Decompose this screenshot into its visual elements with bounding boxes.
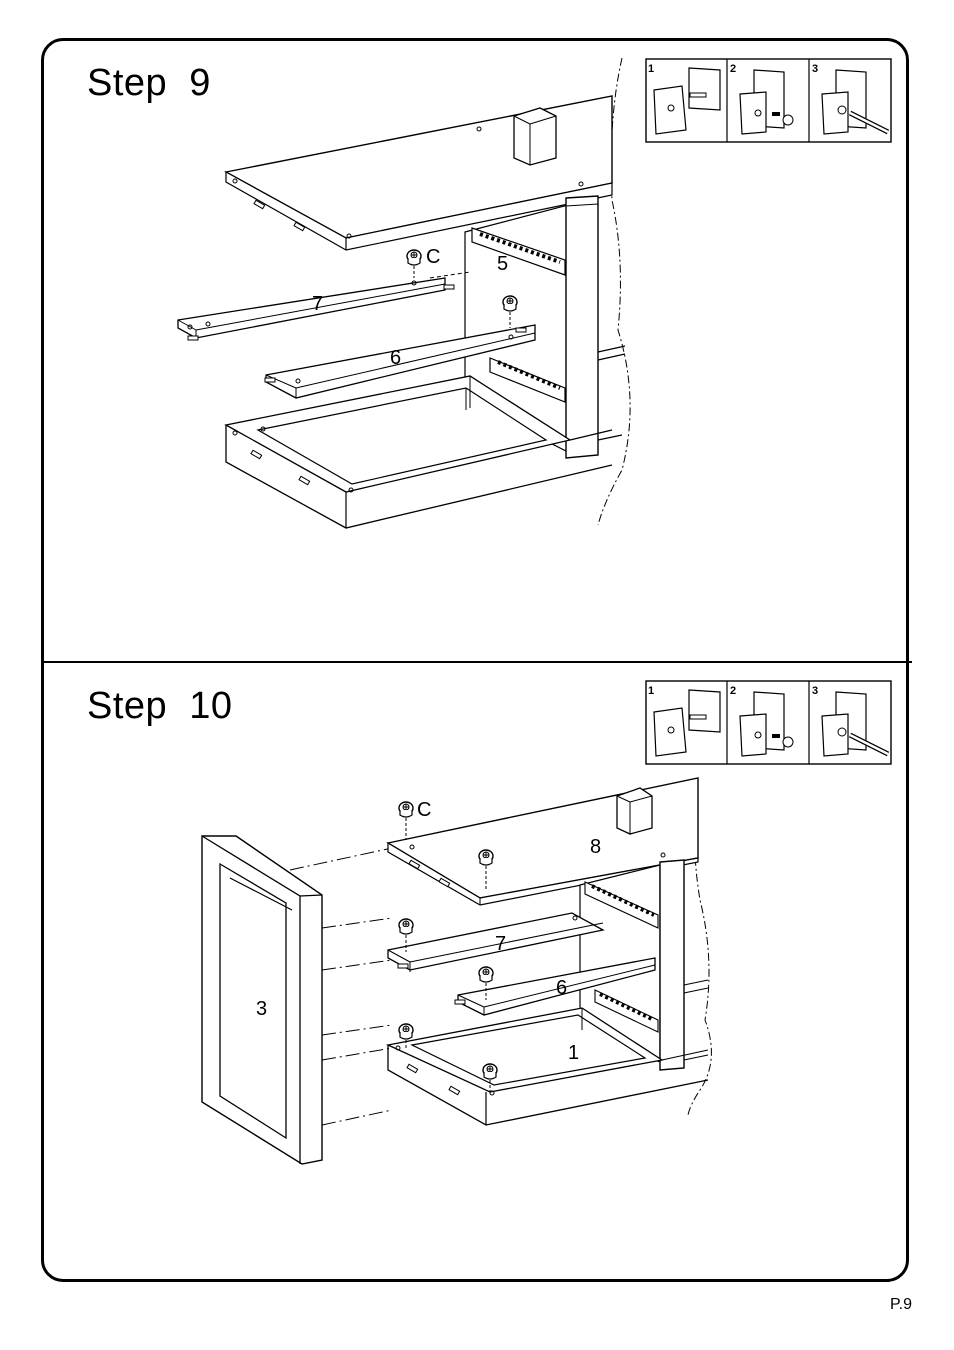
- step-10-inset: 1 2 3: [646, 681, 891, 764]
- step-9-illustration: 1 2 3: [178, 58, 891, 528]
- page-number: P.9: [890, 1296, 912, 1314]
- step-10-illustration: 1 2 3 3: [202, 681, 891, 1164]
- part-label-7: 7: [495, 933, 506, 955]
- part-label-6: 6: [390, 347, 401, 369]
- part-label-1: 1: [568, 1042, 579, 1064]
- step-9-inset: 1 2 3: [646, 59, 891, 142]
- part-label-3: 3: [256, 998, 267, 1020]
- part-label-c: C: [417, 799, 431, 821]
- part-label-7: 7: [312, 293, 323, 315]
- inset-label: 3: [812, 63, 818, 75]
- part-label-8: 8: [590, 836, 601, 858]
- inset-label: 2: [730, 63, 736, 75]
- inset-label: 2: [730, 685, 736, 697]
- part-label-6: 6: [556, 977, 567, 999]
- part-label-c: C: [426, 246, 440, 268]
- inset-label: 1: [648, 63, 654, 75]
- inset-label: 3: [812, 685, 818, 697]
- part-label-5: 5: [497, 253, 508, 275]
- inset-label: 1: [648, 685, 654, 697]
